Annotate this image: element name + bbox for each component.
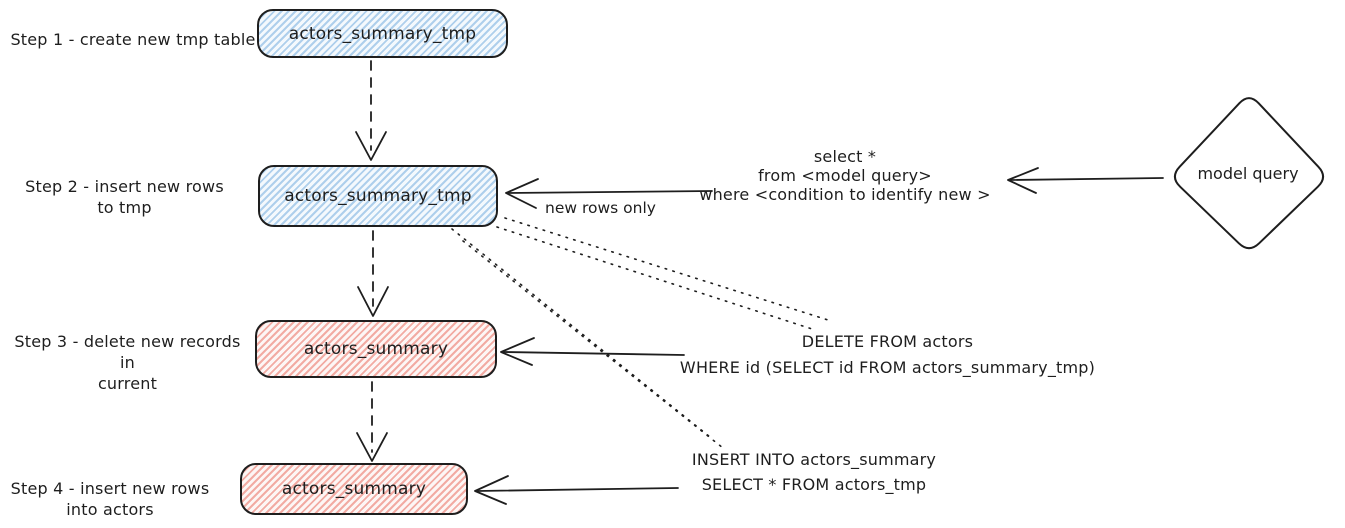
select-sql-line2: from <model query> (758, 166, 932, 185)
step2-label-line1: Step 2 - insert new rows (25, 177, 224, 196)
node-label: actors_summary (281, 479, 427, 499)
select-sql-line1: select * (813, 147, 877, 166)
step1-label: Step 1 - create new tmp table (8, 29, 258, 50)
node-actors-summary-tmp-step2: actors_summary_tmp (258, 165, 498, 227)
arrow-select-to-tmp-table (505, 178, 713, 209)
step3-label-line1: Step 3 - delete new records in (14, 332, 241, 372)
delete-sql-line2: WHERE id (SELECT id FROM actors_summary_… (679, 358, 1096, 377)
arrow-step3-to-step4 (356, 381, 388, 462)
dotted-ref-insert-1 (451, 228, 711, 438)
delete-sql-annotation: DELETE FROM actors WHERE id (SELECT id F… (650, 329, 1125, 381)
select-sql-line3: where <condition to identify new > (699, 185, 991, 204)
insert-sql-line2: SELECT * FROM actors_tmp (701, 475, 927, 494)
step4-label-line2: into actors (66, 500, 154, 519)
node-label: actors_summary (303, 339, 449, 359)
model-query-diamond (1173, 97, 1325, 250)
step1-label-line1: Step 1 - create new tmp table (10, 30, 256, 49)
step3-label-line2: current (97, 374, 158, 393)
dotted-ref-insert-2 (462, 240, 724, 449)
arrow-delete-to-actors-summary (500, 337, 685, 366)
step2-label: Step 2 - insert new rows to tmp (22, 176, 227, 218)
arrow-insert-to-actors-summary (474, 475, 679, 505)
step4-label: Step 4 - insert new rows into actors (10, 478, 210, 520)
new-rows-only-label: new rows only (545, 199, 656, 217)
arrow-step1-to-step2 (355, 60, 387, 161)
dotted-ref-delete-1 (504, 217, 829, 321)
node-actors-summary-tmp-step1: actors_summary_tmp (257, 9, 508, 58)
insert-sql-line1: INSERT INTO actors_summary (691, 450, 937, 469)
node-actors-summary-step3: actors_summary (255, 320, 497, 378)
step2-label-line2: to tmp (97, 198, 152, 217)
arrow-model-query-to-select (1007, 167, 1164, 194)
select-sql-annotation: select * from <model query> where <condi… (655, 147, 1035, 204)
model-query-label: model query (1197, 164, 1299, 183)
step4-label-line1: Step 4 - insert new rows (10, 479, 210, 498)
node-label: actors_summary_tmp (284, 186, 472, 206)
delete-sql-line1: DELETE FROM actors (801, 332, 974, 351)
node-label: actors_summary_tmp (288, 23, 477, 44)
step3-label: Step 3 - delete new records in current (5, 331, 250, 394)
arrow-step2-to-step3 (357, 230, 389, 317)
dotted-ref-delete-2 (496, 226, 813, 330)
insert-sql-annotation: INSERT INTO actors_summary SELECT * FROM… (658, 447, 970, 497)
dotted-refs-tmp-table (451, 217, 829, 449)
node-actors-summary-step4: actors_summary (240, 463, 468, 515)
